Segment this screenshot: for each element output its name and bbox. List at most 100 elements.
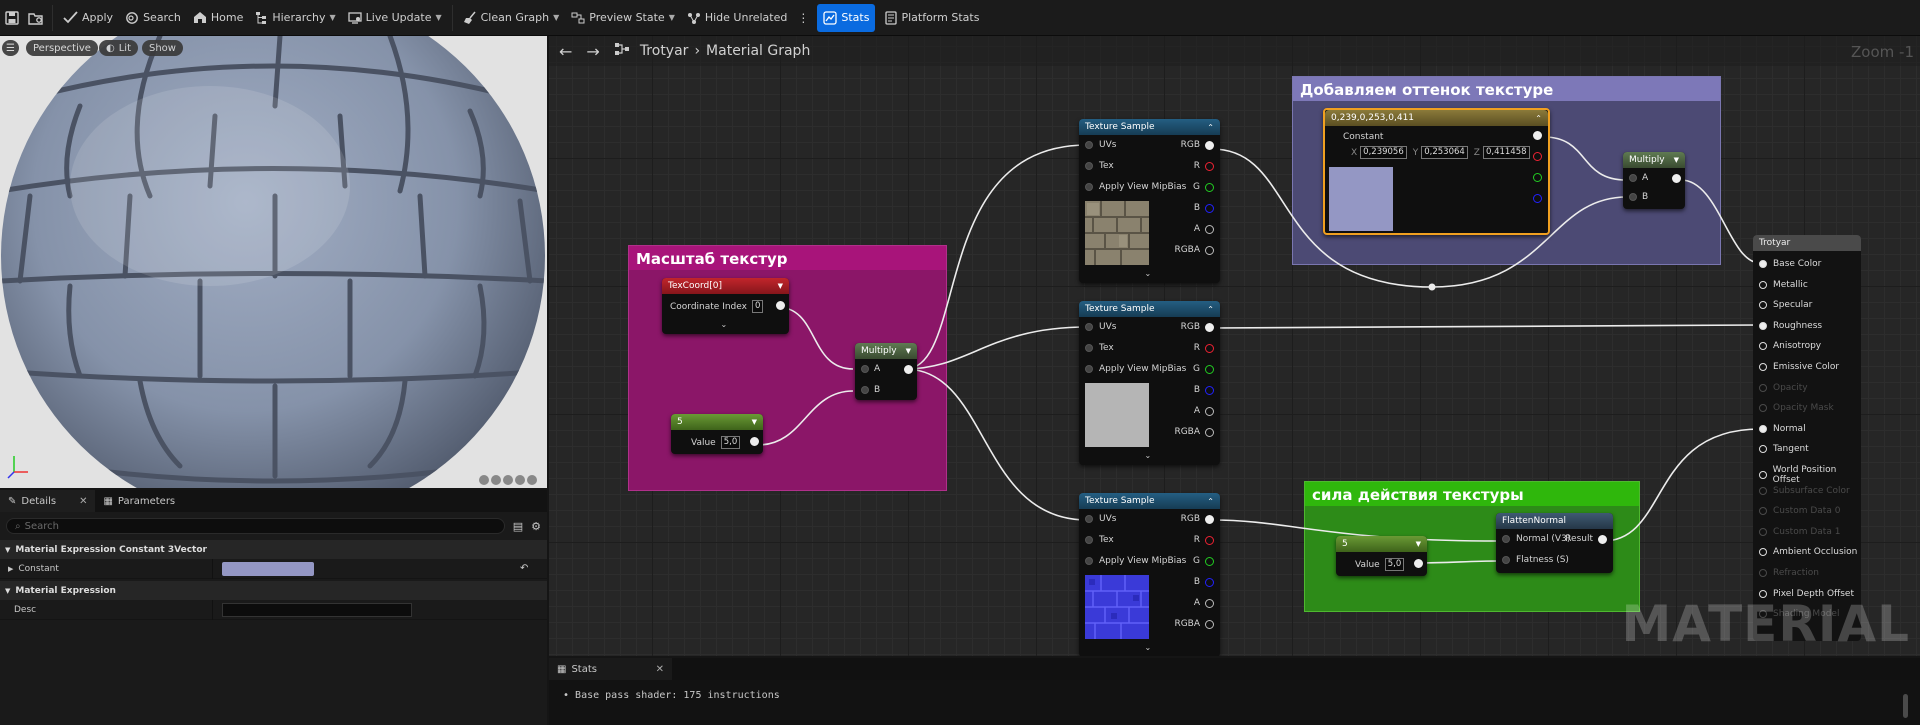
input-pin-flatness[interactable]: Flatness (S) — [1502, 555, 1569, 565]
output-pin-rgba[interactable]: RGBA — [1174, 245, 1214, 255]
preview-state-button[interactable]: Preview State ▼ — [565, 4, 681, 32]
browse-asset-icon[interactable] — [24, 4, 48, 32]
constant-color-swatch[interactable] — [222, 561, 314, 576]
breadcrumb-asset[interactable]: Trotyar — [639, 43, 689, 59]
lit-button[interactable]: ◐Lit — [99, 40, 139, 56]
material-pin[interactable]: Tangent — [1759, 444, 1809, 454]
breadcrumb-graph[interactable]: Material Graph — [706, 43, 811, 59]
node-header[interactable]: Multiply ▼ — [1623, 152, 1685, 168]
input-pin-mipbias[interactable]: Apply View MipBias — [1085, 556, 1186, 566]
more-options-button[interactable]: ⋮ — [793, 4, 813, 32]
node-header[interactable]: 5 ▼ — [671, 414, 763, 430]
node-header[interactable]: Texture Sample ⌃ — [1079, 301, 1220, 317]
input-pin-mipbias[interactable]: Apply View MipBias — [1085, 182, 1186, 192]
node-texture-sample-3[interactable]: Texture Sample ⌃ UVs Tex Apply View MipB… — [1079, 493, 1220, 656]
chevron-down-icon[interactable]: ▼ — [1673, 156, 1679, 164]
value-field[interactable]: Value 5,0 — [691, 436, 741, 449]
output-pin-a[interactable]: A — [1194, 224, 1214, 234]
material-pin[interactable]: Opacity Mask — [1759, 403, 1834, 413]
output-pin-a[interactable]: A — [1194, 406, 1214, 416]
comment-title[interactable]: сила действия текстуры — [1305, 482, 1639, 506]
tab-parameters[interactable]: ▦ Parameters — [95, 490, 183, 512]
output-pin-r[interactable]: R — [1194, 343, 1214, 353]
node-header[interactable]: TexCoord[0] ▼ — [662, 278, 789, 294]
platform-stats-button[interactable]: Platform Stats — [879, 4, 985, 32]
output-pin-result[interactable]: Result — [1565, 534, 1607, 544]
material-pin[interactable]: Opacity — [1759, 383, 1808, 393]
back-arrow-icon[interactable]: ← — [559, 41, 573, 61]
material-pin[interactable]: Metallic — [1759, 280, 1808, 290]
preview-viewport[interactable]: ☰ Perspective ◐Lit Show — [0, 36, 547, 488]
scrollbar[interactable] — [1903, 694, 1908, 718]
apply-button[interactable]: Apply — [57, 4, 119, 32]
node-header[interactable]: Multiply ▼ — [855, 343, 917, 359]
input-pin-uvs[interactable]: UVs — [1085, 140, 1116, 150]
hide-unrelated-button[interactable]: Hide Unrelated — [681, 4, 794, 32]
category-material-expression[interactable]: ▼ Material Expression — [0, 581, 547, 600]
input-pin-uvs[interactable]: UVs — [1085, 514, 1116, 524]
output-pin-g[interactable]: G — [1193, 182, 1214, 192]
expand-chevron-icon[interactable]: ⌄ — [1144, 643, 1152, 652]
chevron-down-icon[interactable]: ▼ — [905, 347, 911, 355]
show-button[interactable]: Show — [142, 40, 183, 56]
output-pin-rgb[interactable]: RGB — [1181, 514, 1214, 524]
hierarchy-button[interactable]: Hierarchy ▼ — [249, 4, 341, 32]
chevron-up-icon[interactable]: ⌃ — [1207, 304, 1214, 314]
material-pin[interactable]: Subsurface Color — [1759, 486, 1850, 496]
chevron-down-icon[interactable]: ▼ — [751, 418, 757, 426]
output-pin-g[interactable]: G — [1193, 556, 1214, 566]
material-pin[interactable]: Ambient Occlusion — [1759, 547, 1857, 557]
input-pin-a[interactable]: A — [1629, 173, 1648, 183]
viewport-menu-button[interactable]: ☰ — [2, 40, 19, 56]
node-texture-sample-2[interactable]: Texture Sample ⌃ UVs Tex Apply View MipB… — [1079, 301, 1220, 465]
material-graph-canvas[interactable]: Масштаб текстур Добавляем оттенок тексту… — [549, 36, 1920, 656]
value-input[interactable]: 5,0 — [1384, 558, 1405, 571]
live-update-button[interactable]: Live Update ▼ — [342, 4, 448, 32]
desc-input[interactable] — [222, 602, 412, 617]
input-pin-b[interactable]: B — [861, 385, 880, 395]
output-pin-g[interactable]: G — [1193, 364, 1214, 374]
node-constant-5[interactable]: 5 ▼ Value 5,0 — [671, 414, 763, 454]
input-pin-uvs[interactable]: UVs — [1085, 322, 1116, 332]
output-pin-r[interactable]: R — [1194, 535, 1214, 545]
expand-chevron-icon[interactable]: ⌄ — [1144, 269, 1152, 278]
output-pin-rgba[interactable]: RGBA — [1174, 427, 1214, 437]
z-input[interactable]: 0,411458 — [1482, 146, 1530, 159]
node-constant-5-b[interactable]: 5 ▼ Value 5,0 — [1336, 536, 1427, 576]
output-pin-g[interactable] — [1533, 173, 1542, 182]
output-pin[interactable] — [1533, 131, 1542, 140]
chevron-down-icon[interactable]: ▼ — [777, 282, 783, 290]
input-pin-mipbias[interactable]: Apply View MipBias — [1085, 364, 1186, 374]
expand-chevron-icon[interactable]: ⌄ — [720, 320, 728, 329]
node-multiply-2[interactable]: Multiply ▼ A B — [1623, 152, 1685, 209]
tab-stats[interactable]: ▦ Stats ✕ — [549, 658, 672, 680]
coordinate-index-field[interactable]: Coordinate Index 0 — [670, 300, 764, 313]
close-icon[interactable]: ✕ — [655, 663, 664, 675]
chevron-up-icon[interactable]: ⌃ — [1535, 113, 1542, 123]
x-input[interactable]: 0,239056 — [1360, 146, 1407, 159]
output-pin-rgb[interactable]: RGB — [1181, 322, 1214, 332]
material-pin[interactable]: Normal — [1759, 424, 1806, 434]
output-pin-rgba[interactable]: RGBA — [1174, 619, 1214, 629]
material-pin[interactable]: Emissive Color — [1759, 362, 1839, 372]
node-header[interactable]: 5 ▼ — [1336, 536, 1427, 552]
clean-graph-button[interactable]: Clean Graph ▼ — [457, 4, 566, 32]
save-icon[interactable] — [0, 4, 24, 32]
close-icon[interactable]: ✕ — [79, 495, 88, 507]
reroute-node[interactable] — [1428, 283, 1436, 291]
material-pin[interactable]: Roughness — [1759, 321, 1822, 331]
output-pin-rgb[interactable]: RGB — [1181, 140, 1214, 150]
preview-shape-icons[interactable] — [479, 475, 537, 485]
node-texture-sample-1[interactable]: Texture Sample ⌃ UVs Tex Apply View MipB… — [1079, 119, 1220, 283]
input-pin-tex[interactable]: Tex — [1085, 161, 1114, 171]
input-pin-b[interactable]: B — [1629, 192, 1648, 202]
material-pin[interactable]: Custom Data 0 — [1759, 506, 1840, 516]
material-pin[interactable]: Specular — [1759, 300, 1812, 310]
comment-title[interactable]: Масштаб текстур — [629, 246, 946, 270]
material-pin[interactable]: Shading Model — [1759, 609, 1839, 619]
chevron-up-icon[interactable]: ⌃ — [1207, 496, 1214, 506]
node-multiply[interactable]: Multiply ▼ A B — [855, 343, 917, 400]
material-pin[interactable]: World Position Offset — [1759, 465, 1861, 485]
input-pin-normal[interactable]: Normal (V3) — [1502, 534, 1570, 544]
